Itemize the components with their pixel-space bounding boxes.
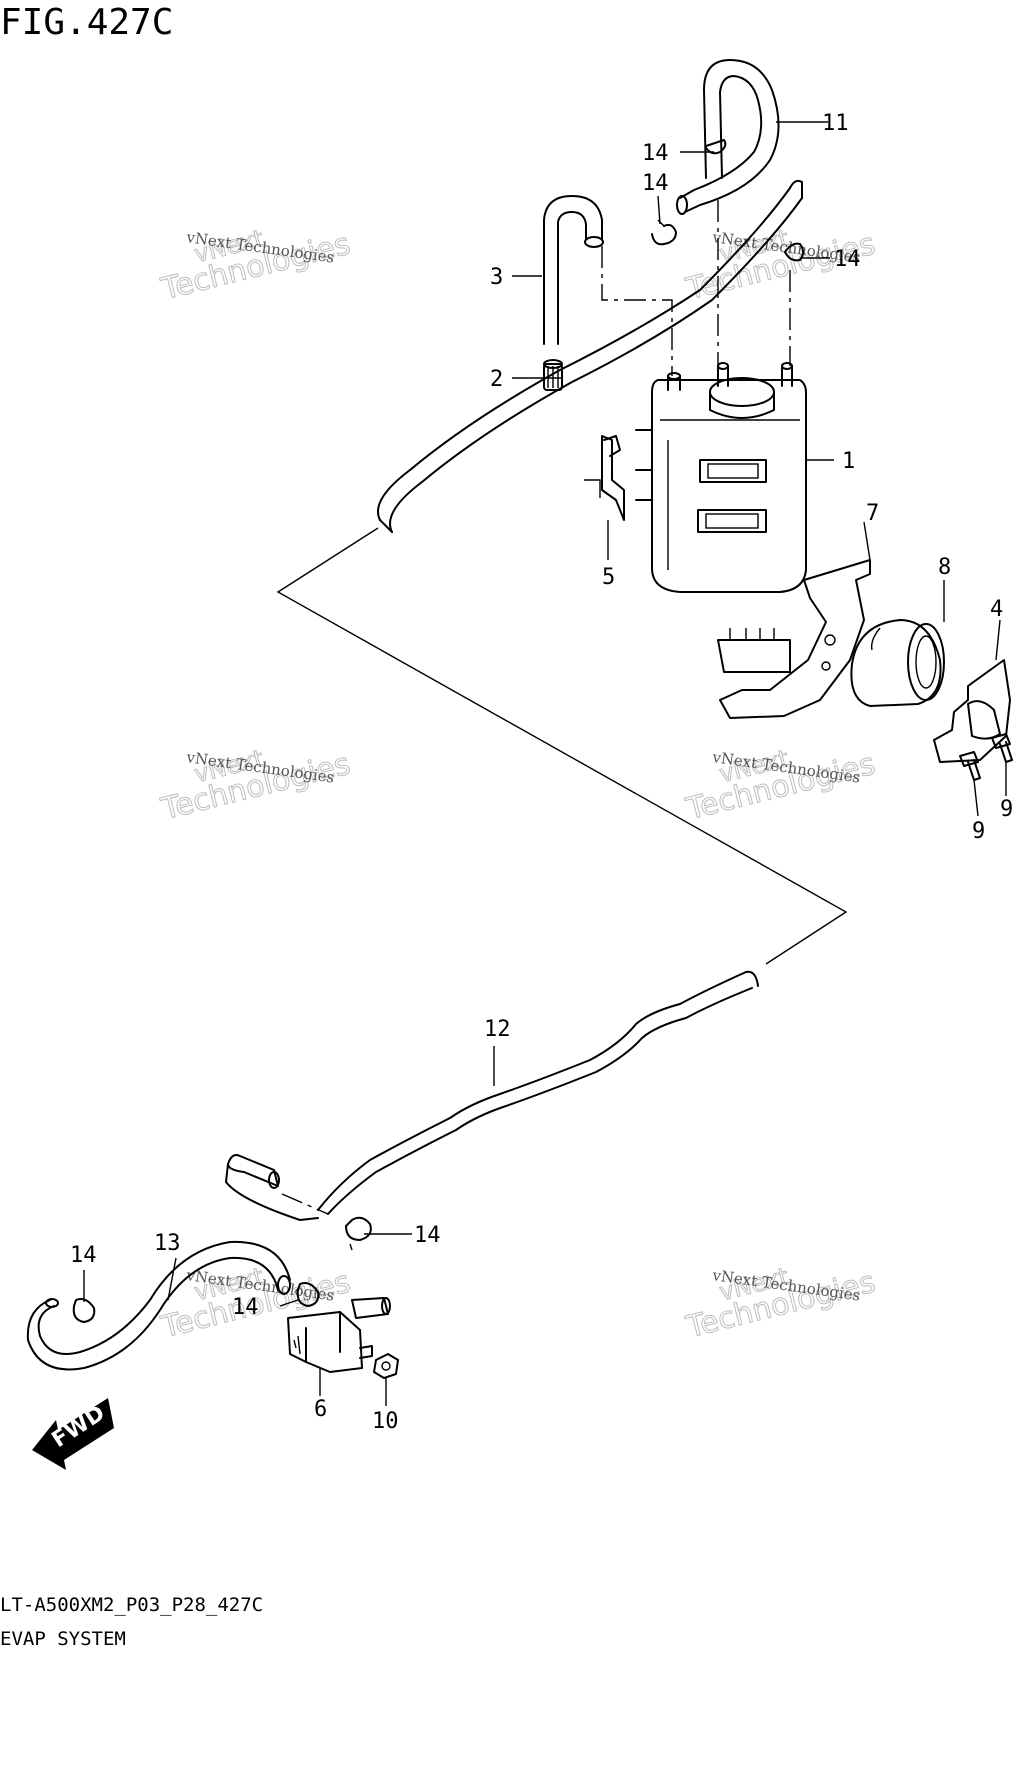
part-10-nut — [373, 1353, 399, 1379]
part-6-solenoid-valve — [287, 1297, 391, 1373]
part-7-shield — [717, 559, 871, 719]
clamp-14-hose13 — [72, 1298, 96, 1323]
part-12-hose — [317, 970, 759, 1215]
clamp-14-lower — [345, 1216, 372, 1251]
callout-9: 9 — [972, 819, 985, 844]
callout-13: 13 — [154, 1231, 181, 1256]
callout-3: 3 — [490, 265, 503, 290]
part-11-hose — [676, 59, 780, 215]
callout-12: 12 — [484, 1017, 511, 1042]
routing-line — [276, 527, 848, 965]
clamp-14-upper — [651, 219, 677, 246]
part-4-bracket — [933, 659, 1011, 763]
callout-7: 7 — [866, 501, 879, 526]
callout-14: 14 — [642, 171, 669, 196]
fwd-arrow-icon: FWD — [32, 1398, 114, 1470]
callout-14: 14 — [70, 1243, 97, 1268]
leader-lines — [83, 121, 1007, 1406]
callout-6: 6 — [314, 1397, 327, 1422]
upper-long-hose — [377, 187, 803, 533]
callout-14: 14 — [414, 1223, 441, 1248]
dash-lead — [601, 246, 673, 376]
callout-10: 10 — [372, 1409, 399, 1434]
dash-lead — [281, 1193, 329, 1215]
figure-title: FIG.427C — [0, 2, 173, 43]
callout-11: 11 — [822, 111, 849, 136]
part-1-canister — [635, 362, 807, 593]
callout-4: 4 — [990, 597, 1003, 622]
clamp-14-valve — [296, 1282, 320, 1307]
callout-14: 14 — [232, 1295, 259, 1320]
hose-end — [789, 179, 803, 199]
part-9-bolt — [991, 733, 1013, 763]
callout-14: 14 — [834, 247, 861, 272]
part-9-bolt — [959, 751, 981, 781]
clamp-14-right — [784, 242, 804, 262]
callout-5: 5 — [602, 565, 615, 590]
part-2-fitting — [543, 359, 563, 391]
short-hose — [225, 1154, 319, 1221]
callout-2: 2 — [490, 367, 503, 392]
part-13-hose — [26, 1240, 291, 1371]
callout-9: 9 — [1000, 797, 1013, 822]
callout-14: 14 — [642, 141, 669, 166]
part-3-hose — [543, 195, 604, 345]
part-8-sleeve — [850, 619, 945, 707]
callout-8: 8 — [938, 555, 951, 580]
callout-1: 1 — [842, 449, 855, 474]
drawing-name: EVAP SYSTEM — [0, 1628, 126, 1650]
drawing-code: LT-A500XM2_P03_P28_427C — [0, 1594, 263, 1616]
part-5-bracket — [584, 435, 625, 521]
